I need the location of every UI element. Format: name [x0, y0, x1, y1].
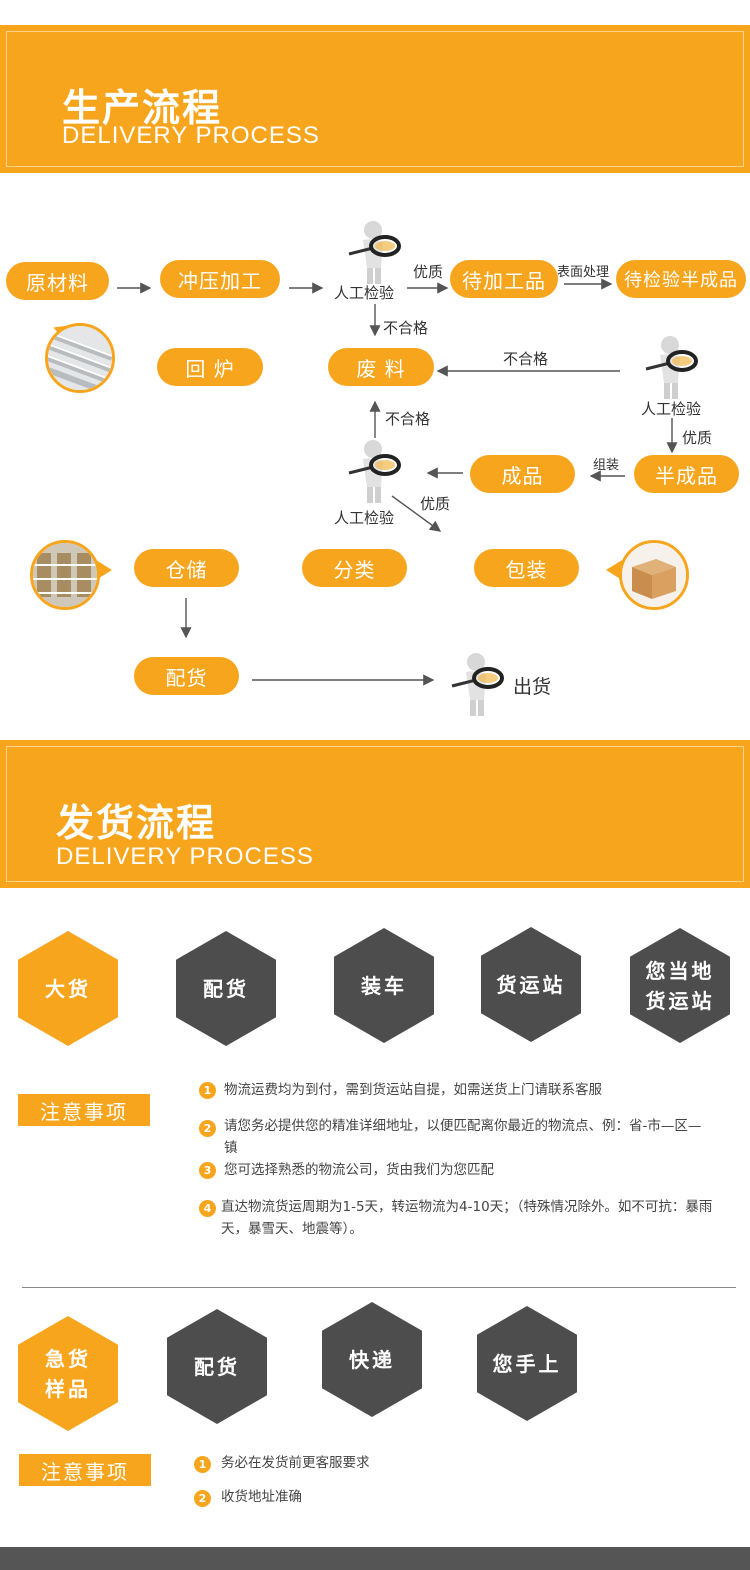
hex-line1: 快递	[349, 1347, 395, 1372]
hex-line1: 您当地	[645, 958, 715, 983]
production-subtitle: DELIVERY PROCESS	[62, 122, 320, 149]
divider	[22, 1287, 736, 1288]
notice-text: 收货地址准确	[221, 1489, 302, 1505]
hex-line2: 样品	[45, 1376, 91, 1401]
footer-bar	[0, 1547, 750, 1570]
boxes-image	[619, 540, 689, 610]
delivery-title: 发货流程	[56, 801, 217, 845]
step-ship-prep: 配货	[134, 657, 239, 695]
production-title: 生产流程	[62, 86, 223, 130]
label-assemble: 组装	[593, 458, 620, 473]
notice-text: 物流运费均为到付，需到货运站自提，如需送货上门请联系客服	[224, 1082, 602, 1098]
notice-number: 2	[199, 1120, 216, 1137]
notice-title: 注意事项	[18, 1094, 150, 1126]
notice-number: 1	[194, 1456, 211, 1473]
hex-your-hands: 您手上	[477, 1306, 577, 1421]
hex-allocate: 配货	[176, 931, 276, 1046]
hex-urgent-sample: 急货样品	[18, 1316, 118, 1431]
delivery-subtitle: DELIVERY PROCESS	[56, 843, 314, 870]
steel-bars-image	[45, 323, 115, 393]
label-inspect-2: 人工检验	[641, 400, 702, 418]
label-inspect-1: 人工检验	[334, 284, 395, 302]
notice-text: 请您务必提供您的精准详细地址，以便匹配离你最近的物流点、例：省-市—区—镇	[224, 1118, 702, 1156]
label-good-3: 优质	[420, 495, 451, 513]
step-pack: 包装	[474, 549, 579, 587]
notice-text: 务必在发货前更客服要求	[221, 1455, 370, 1471]
step-pending: 待加工品	[450, 260, 558, 298]
hex-line1: 配货	[194, 1354, 240, 1379]
notice-number: 3	[199, 1162, 216, 1179]
banner-frame	[6, 31, 744, 167]
hex-freight-station: 货运站	[481, 927, 581, 1042]
warehouse-image	[30, 540, 100, 610]
label-surface: 表面处理	[557, 265, 610, 280]
hex-line1: 货运站	[496, 972, 566, 997]
step-scrap: 废 料	[328, 348, 434, 386]
hex-allocate-2: 配货	[167, 1309, 267, 1424]
label-inspect-3: 人工检验	[334, 509, 395, 527]
inspector-figure-2	[645, 336, 698, 399]
delivery-banner: 发货流程 DELIVERY PROCESS	[0, 740, 750, 888]
inspector-figure-1	[348, 221, 401, 284]
hex-express: 快递	[322, 1302, 422, 1417]
notice-number: 1	[199, 1082, 216, 1099]
step-raw-material: 原材料	[6, 262, 109, 300]
banner-frame	[6, 746, 744, 882]
hex-line1: 大货	[45, 976, 91, 1001]
notice2-title: 注意事项	[19, 1454, 151, 1486]
hex-local-station: 您当地货运站	[630, 928, 730, 1043]
hex-line1: 急货	[45, 1346, 91, 1371]
step-storage: 仓储	[134, 549, 239, 587]
inspector-figure-4	[451, 653, 504, 716]
production-flow-arrows	[53, 278, 678, 686]
label-fail-1: 不合格	[383, 319, 429, 337]
step-finished: 成品	[470, 455, 575, 493]
inspector-figure-3	[348, 440, 401, 503]
notice-number: 2	[194, 1490, 211, 1507]
step-semi: 半成品	[634, 455, 739, 493]
label-good-1: 优质	[413, 263, 444, 281]
label-good-2: 优质	[682, 429, 713, 447]
notice-text: 您可选择熟悉的物流公司，货由我们为您匹配	[224, 1162, 494, 1178]
hex-line2: 货运站	[645, 988, 715, 1013]
step-remelt: 回 炉	[157, 348, 263, 386]
hex-line1: 您手上	[492, 1351, 562, 1376]
notice-text: 直达物流货运周期为1-5天，转运物流为4-10天；（特殊情况除外。如不可抗：暴雨…	[221, 1199, 713, 1237]
hex-line1: 配货	[203, 976, 249, 1001]
label-fail-3: 不合格	[385, 410, 431, 428]
label-ship: 出货	[513, 676, 552, 698]
label-fail-2: 不合格	[503, 350, 549, 368]
step-stamping: 冲压加工	[160, 260, 280, 298]
step-sort: 分类	[302, 549, 407, 587]
hex-bulk: 大货	[18, 931, 118, 1046]
notice-number: 4	[199, 1200, 216, 1217]
production-banner: 生产流程 DELIVERY PROCESS	[0, 25, 750, 173]
step-semi-check: 待检验半成品	[616, 260, 746, 298]
hex-line1: 装车	[361, 973, 407, 998]
hex-loading: 装车	[334, 928, 434, 1043]
